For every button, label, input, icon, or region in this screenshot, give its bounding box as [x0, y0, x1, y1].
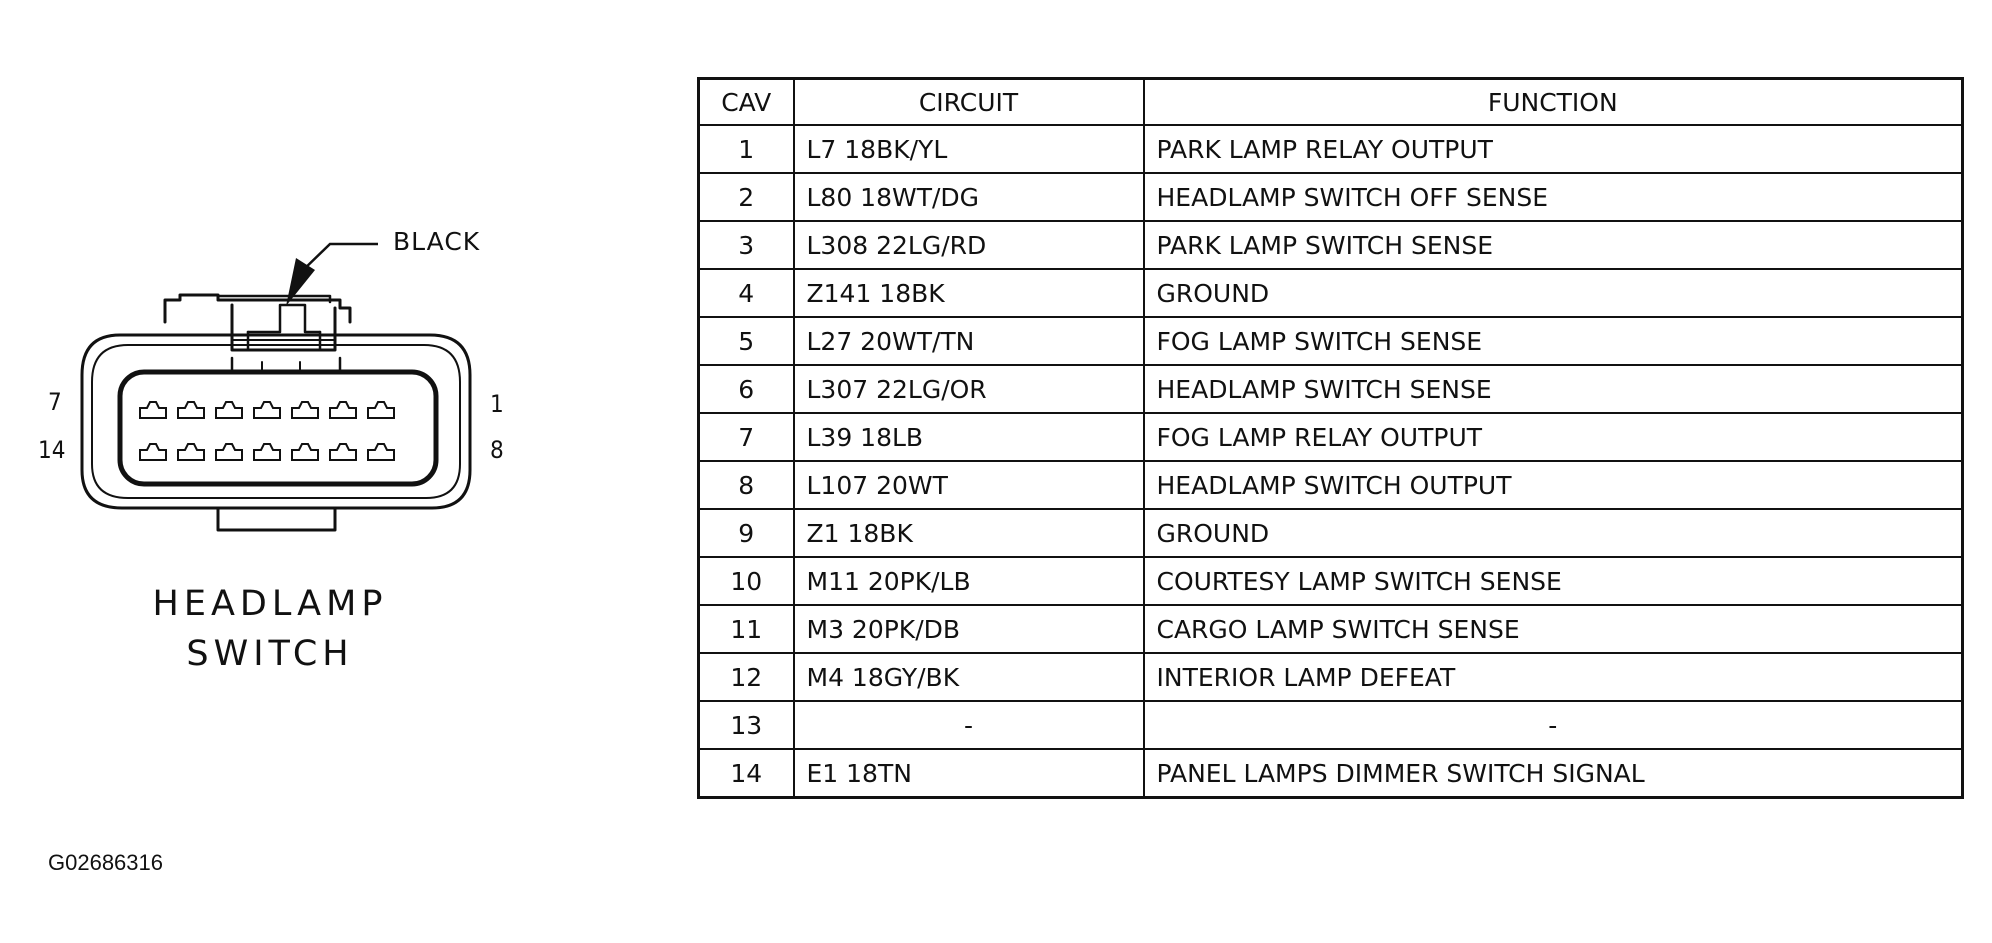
cav-cell: 11 — [697, 604, 795, 654]
function-cell: GROUND — [1142, 268, 1964, 318]
cav-cell: 4 — [697, 268, 795, 318]
connector-lock-window — [230, 303, 337, 352]
pinout-header-row: CAV CIRCUIT FUNCTION — [697, 77, 1964, 126]
header-cav: CAV — [697, 77, 795, 126]
pin-label-bottom-left: 14 — [38, 436, 66, 464]
connector-cavity — [177, 401, 205, 419]
function-cell: INTERIOR LAMP DEFEAT — [1142, 652, 1964, 702]
header-circuit: CIRCUIT — [792, 77, 1145, 126]
function-cell: COURTESY LAMP SWITCH SENSE — [1142, 556, 1964, 606]
circuit-cell: M11 20PK/LB — [792, 556, 1145, 606]
connector-cavity — [215, 443, 243, 461]
function-cell: HEADLAMP SWITCH SENSE — [1142, 364, 1964, 414]
function-cell: FOG LAMP SWITCH SENSE — [1142, 316, 1964, 366]
connector-title-line2: SWITCH — [186, 634, 354, 674]
cav-cell: 8 — [697, 460, 795, 510]
connector-cavity — [215, 401, 243, 419]
function-cell: PARK LAMP SWITCH SENSE — [1142, 220, 1964, 270]
connector-title-line1: HEADLAMP — [152, 584, 388, 624]
connector-cavity — [291, 401, 319, 419]
cav-cell: 3 — [697, 220, 795, 270]
connector-cavity — [253, 401, 281, 419]
cav-cell: 14 — [697, 748, 795, 799]
circuit-cell: L39 18LB — [792, 412, 1145, 462]
circuit-cell: L307 22LG/OR — [792, 364, 1145, 414]
connector-cavity — [291, 443, 319, 461]
connector-bottom-key — [216, 506, 337, 532]
circuit-cell: E1 18TN — [792, 748, 1145, 799]
connector-cavity — [367, 401, 395, 419]
connector-cavity-face — [117, 369, 439, 487]
circuit-cell: M4 18GY/BK — [792, 652, 1145, 702]
connector-lock-latch — [216, 294, 332, 304]
connector-cavity — [139, 443, 167, 461]
connector-cavity — [177, 443, 205, 461]
function-cell: CARGO LAMP SWITCH SENSE — [1142, 604, 1964, 654]
circuit-cell: Z1 18BK — [792, 508, 1145, 558]
connector-housing-outer — [80, 333, 472, 510]
connector-cavity — [139, 401, 167, 419]
header-function: FUNCTION — [1142, 77, 1964, 126]
cav-cell: 1 — [697, 124, 795, 174]
cav-cell: 9 — [697, 508, 795, 558]
black-callout-leader — [299, 242, 378, 274]
circuit-cell: - — [792, 700, 1145, 750]
connector-cavity — [329, 443, 357, 461]
cav-cell: 6 — [697, 364, 795, 414]
cav-cell: 12 — [697, 652, 795, 702]
function-cell: HEADLAMP SWITCH OUTPUT — [1142, 460, 1964, 510]
circuit-cell: L107 20WT — [792, 460, 1145, 510]
figure-id: G02686316 — [48, 850, 163, 875]
connector-lock-tab — [163, 293, 352, 324]
table-row: 13-- — [697, 700, 1964, 750]
connector-cavity — [329, 401, 357, 419]
circuit-cell: L7 18BK/YL — [792, 124, 1145, 174]
cav-cell: 5 — [697, 316, 795, 366]
function-cell: GROUND — [1142, 508, 1964, 558]
circuit-cell: L80 18WT/DG — [792, 172, 1145, 222]
function-cell: FOG LAMP RELAY OUTPUT — [1142, 412, 1964, 462]
connector-cavity — [253, 443, 281, 461]
pin-label-bottom-right: 8 — [490, 436, 504, 464]
cav-cell: 13 — [697, 700, 795, 750]
circuit-cell: L308 22LG/RD — [792, 220, 1145, 270]
black-callout-arrowhead — [286, 258, 315, 306]
circuit-cell: Z141 18BK — [792, 268, 1145, 318]
cav-cell: 10 — [697, 556, 795, 606]
pin-label-top-right: 1 — [490, 390, 504, 418]
function-cell: PARK LAMP RELAY OUTPUT — [1142, 124, 1964, 174]
function-cell: PANEL LAMPS DIMMER SWITCH SIGNAL — [1142, 748, 1964, 799]
circuit-cell: M3 20PK/DB — [792, 604, 1145, 654]
connector-housing-inner-rim — [91, 344, 461, 499]
connector-cavities — [139, 401, 395, 461]
headlamp-switch-connector-drawing — [80, 242, 472, 532]
cav-cell: 2 — [697, 172, 795, 222]
function-cell: HEADLAMP SWITCH OFF SENSE — [1142, 172, 1964, 222]
function-cell: - — [1142, 700, 1964, 750]
pin-label-top-left: 7 — [48, 388, 62, 416]
connector-color-callout: BLACK — [393, 227, 481, 256]
connector-cavity — [367, 443, 395, 461]
cav-cell: 7 — [697, 412, 795, 462]
circuit-cell: L27 20WT/TN — [792, 316, 1145, 366]
